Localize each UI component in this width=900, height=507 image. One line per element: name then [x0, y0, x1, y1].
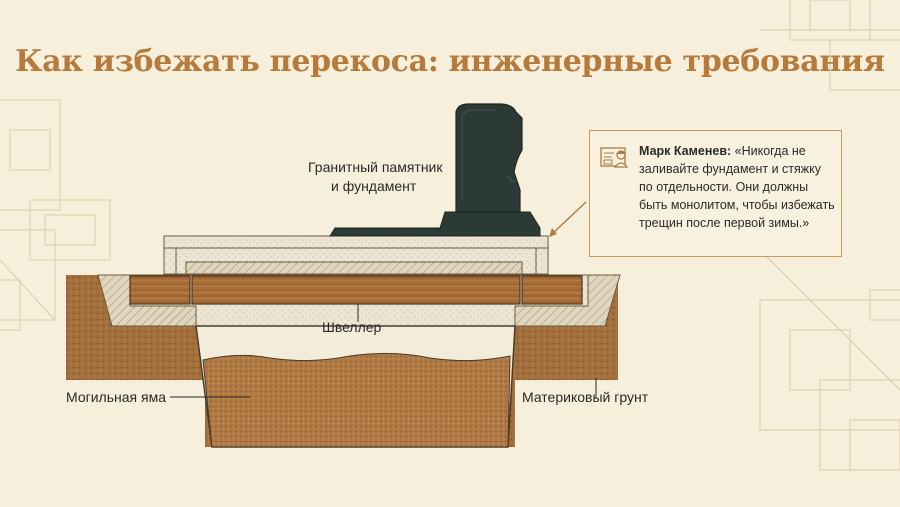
label-monument-line-1: Гранитный памятник	[308, 159, 443, 175]
foundation-slab-inner	[185, 261, 523, 276]
quote-body: «Никогда не заливайте фундамент и стяжку…	[639, 144, 835, 230]
quote-author: Марк Каменев:	[639, 144, 732, 158]
blueprint-decoration-left	[0, 99, 111, 331]
quote-text: Марк Каменев: «Никогда не заливайте фунд…	[639, 142, 835, 232]
blueprint-decoration-right	[759, 0, 900, 471]
quote-arrow-line	[551, 201, 587, 235]
label-monument: Гранитный памятник и фундамент	[308, 158, 443, 196]
page-title: Как избежать перекоса: инженерные требов…	[15, 44, 885, 79]
label-monument-line-2: и фундамент	[331, 178, 417, 194]
granite-base	[329, 211, 541, 237]
expert-quote-box: Марк Каменев: «Никогда не заливайте фунд…	[589, 130, 842, 257]
label-native-soil: Материковый грунт	[522, 389, 649, 405]
granite-stele	[455, 103, 523, 213]
channel-beam-left	[129, 275, 191, 305]
grave-pit-soil	[202, 352, 511, 448]
channel-beam-right	[521, 275, 583, 305]
quote-arrow-head	[549, 228, 557, 237]
label-channel: Швеллер	[322, 319, 382, 335]
channel-beam-main	[191, 275, 521, 305]
label-grave-pit: Могильная яма	[66, 389, 166, 405]
blueprint-worker-icon	[600, 147, 629, 168]
